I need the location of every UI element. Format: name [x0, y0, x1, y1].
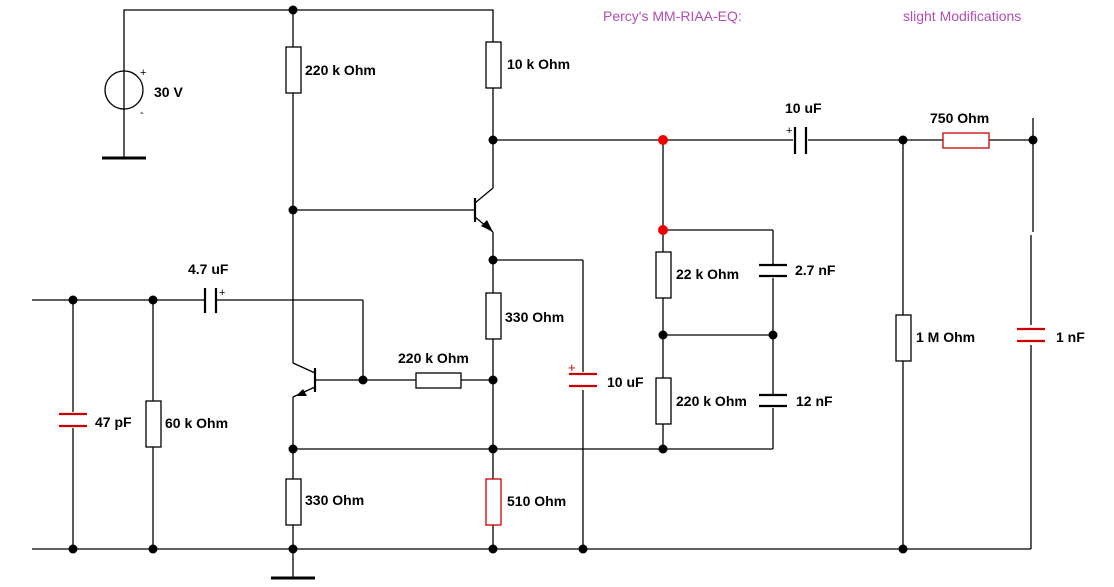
- capacitor-10uF-bypass: +: [568, 360, 597, 388]
- node-red-top: [658, 135, 668, 145]
- label-220k-feedback: 220 k Ohm: [398, 350, 469, 366]
- label-60k: 60 k Ohm: [165, 415, 228, 431]
- diagram-subtitle: slight Modifications: [903, 8, 1021, 24]
- label-47pF: 47 pF: [95, 414, 132, 430]
- resistor-10k: [485, 41, 502, 89]
- label-1M: 1 M Ohm: [916, 329, 975, 345]
- label-330-emitter: 330 Ohm: [505, 309, 564, 325]
- label-330-bottom: 330 Ohm: [305, 492, 364, 508]
- resistor-330-emitter: [485, 292, 502, 340]
- resistor-1M: [895, 314, 912, 362]
- supply-minus: -: [140, 107, 144, 119]
- resistor-60k: [145, 400, 162, 448]
- resistor-750: [942, 132, 990, 149]
- resistor-220k-top: [285, 46, 302, 94]
- junctions: [68, 5, 1038, 554]
- label-220k-top: 220 k Ohm: [305, 62, 376, 78]
- label-220k-mid: 220 k Ohm: [676, 393, 747, 409]
- label-1nF: 1 nF: [1056, 329, 1085, 345]
- label-2-7nF: 2.7 nF: [795, 262, 836, 278]
- resistor-510: [485, 478, 502, 526]
- node-red-mid: [658, 225, 668, 235]
- capacitor-2-7nF: [759, 263, 787, 278]
- label-4-7uF: 4.7 uF: [188, 261, 229, 277]
- capacitor-10uF-output: +: [786, 125, 808, 154]
- capacitor-4-7uF: +: [203, 287, 225, 313]
- label-10k: 10 k Ohm: [507, 56, 570, 72]
- resistor-22k: [655, 251, 672, 299]
- diagram-title: Percy's MM-RIAA-EQ:: [603, 8, 742, 24]
- label-22k: 22 k Ohm: [676, 266, 739, 282]
- resistor-330-bottom: [285, 478, 302, 526]
- label-10uF-bypass: 10 uF: [607, 374, 644, 390]
- resistor-220k-feedback: [415, 372, 462, 389]
- cap-4-7uF-plus: +: [219, 287, 225, 299]
- label-supply: 30 V: [154, 84, 183, 100]
- supply-source: + -: [104, 67, 146, 119]
- label-10uF-output: 10 uF: [785, 100, 822, 116]
- transistor-upper: [473, 187, 494, 233]
- capacitor-12nF: [759, 393, 787, 408]
- supply-plus: +: [140, 67, 146, 79]
- transistor-lower: [292, 362, 317, 398]
- label-12nF: 12 nF: [796, 393, 833, 409]
- cap-10uF-out-plus: +: [786, 125, 792, 137]
- label-750: 750 Ohm: [930, 110, 989, 126]
- capacitor-1nF: [1017, 327, 1045, 343]
- resistor-220k-mid: [655, 377, 672, 425]
- cap-10uF-bypass-plus: +: [568, 360, 576, 375]
- capacitor-47pF: [59, 412, 87, 428]
- label-510: 510 Ohm: [507, 493, 566, 509]
